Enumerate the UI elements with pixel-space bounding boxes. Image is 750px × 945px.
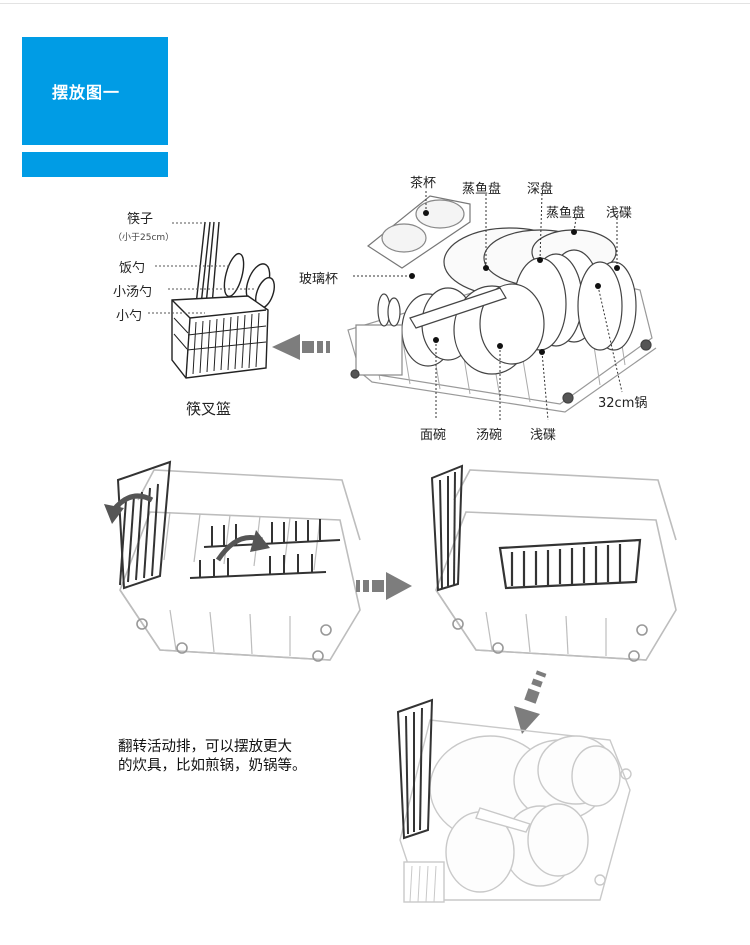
rack-folding-step1: [119, 469, 361, 662]
flip-panel-dark-2: [430, 464, 464, 592]
label-small-spoon: 小勺: [116, 309, 143, 324]
title-box: [22, 37, 168, 145]
instruction-line-2: 的炊具，比如煎锅，奶锅等。: [118, 758, 307, 774]
fold-tines-dark: [189, 519, 341, 579]
cutlery-basket-illustration: [171, 221, 275, 379]
flip-panel-dark: [116, 460, 172, 590]
title-accent-bar: [22, 152, 168, 177]
basket-leader-lines: [148, 222, 256, 314]
label-fish-plate-1: 蒸鱼盘: [462, 182, 502, 197]
label-rice-spoon: 饭勺: [119, 261, 146, 276]
rotate-arrow-icon: [104, 493, 270, 562]
loaded-rack-illustration: [347, 195, 657, 413]
label-soup-bowl: 汤碗: [476, 428, 503, 443]
label-deep-plate: 深盘: [527, 182, 554, 197]
rack-leader-lines: [353, 191, 623, 421]
label-chopsticks: 筷子: [127, 212, 154, 227]
rack-leader-dots: [409, 210, 620, 355]
label-chopsticks-note: （小于25cm）: [113, 233, 175, 243]
arrow-left-icon: [272, 334, 330, 360]
label-glass: 玻璃杯: [299, 272, 339, 287]
rack-with-large-cookware: [399, 719, 632, 903]
folded-tines-dark: [498, 538, 642, 590]
arrow-right-icon: [356, 572, 412, 600]
top-divider: [0, 3, 750, 4]
instruction-text: 翻转活动排，可以摆放更大 的炊具，比如煎锅，奶锅等。: [118, 738, 368, 776]
label-pot: 32cm锅: [598, 396, 648, 411]
label-shallow-dish-bottom: 浅碟: [530, 428, 557, 443]
label-fish-plate-2: 蒸鱼盘: [546, 206, 586, 221]
arrow-down-icon: [514, 670, 547, 734]
label-soup-spoon: 小汤勺: [113, 285, 153, 300]
basket-caption: 筷叉篮: [186, 400, 232, 418]
label-shallow-dish-top: 浅碟: [606, 206, 633, 221]
flip-panel-dark-3: [396, 698, 434, 840]
instruction-line-1: 翻转活动排，可以摆放更大: [118, 739, 292, 755]
label-tea-cup: 茶杯: [410, 176, 437, 191]
rack-folding-step2: [435, 469, 677, 662]
label-noodle-bowl: 面碗: [420, 428, 447, 443]
page-title: 摆放图一: [52, 83, 121, 102]
